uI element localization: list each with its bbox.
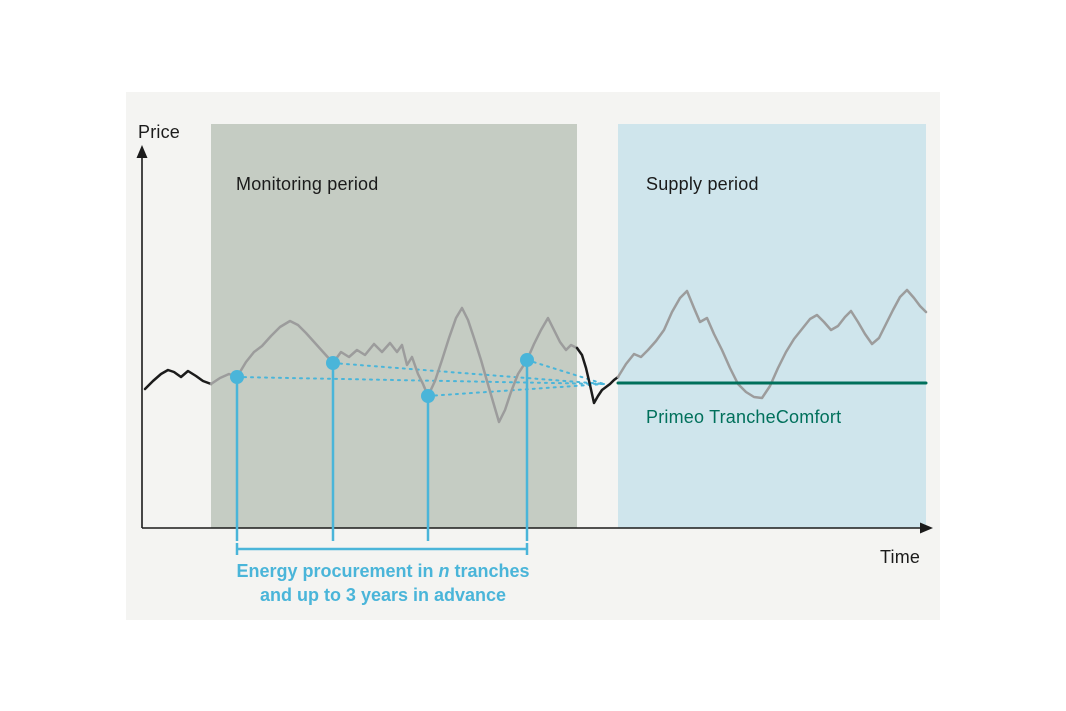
tranche-drop-lines [235,360,529,541]
tranche-dot [326,356,340,370]
supply-period-label: Supply period [646,174,759,194]
product-label: Primeo TrancheComfort [646,407,842,427]
tranche-dotted-line [526,359,605,385]
y-axis-label: Price [138,122,181,142]
tranche-dot [520,353,534,367]
x-axis-label: Time [880,547,921,567]
y-axis-arrow-icon [136,145,148,158]
tranche-caption: Energy procurement in n tranches and up … [170,559,596,607]
caption-line1: Energy procurement in n tranches [170,559,596,583]
tranche-dot [230,370,244,384]
tranche-dots [230,353,534,403]
caption-text-pre: Energy procurement in [236,561,439,581]
monitoring-period-label: Monitoring period [236,174,379,194]
tranche-dotted-line [332,362,605,385]
price-line-gap [575,346,620,405]
tranche-dot [421,389,435,403]
tranche-dotted-line [427,383,605,397]
supply-region [618,124,926,528]
price-line-pre [143,368,213,391]
monitoring-region [211,124,577,528]
caption-line2: and up to 3 years in advance [259,585,507,605]
price-line-monitoring [209,306,579,424]
x-axis-arrow-icon [920,522,933,534]
price-line-supply [616,288,928,400]
caption-text-n: n [438,561,450,581]
caption-text-post: tranches [449,561,530,581]
tranche-bracket [235,543,529,555]
